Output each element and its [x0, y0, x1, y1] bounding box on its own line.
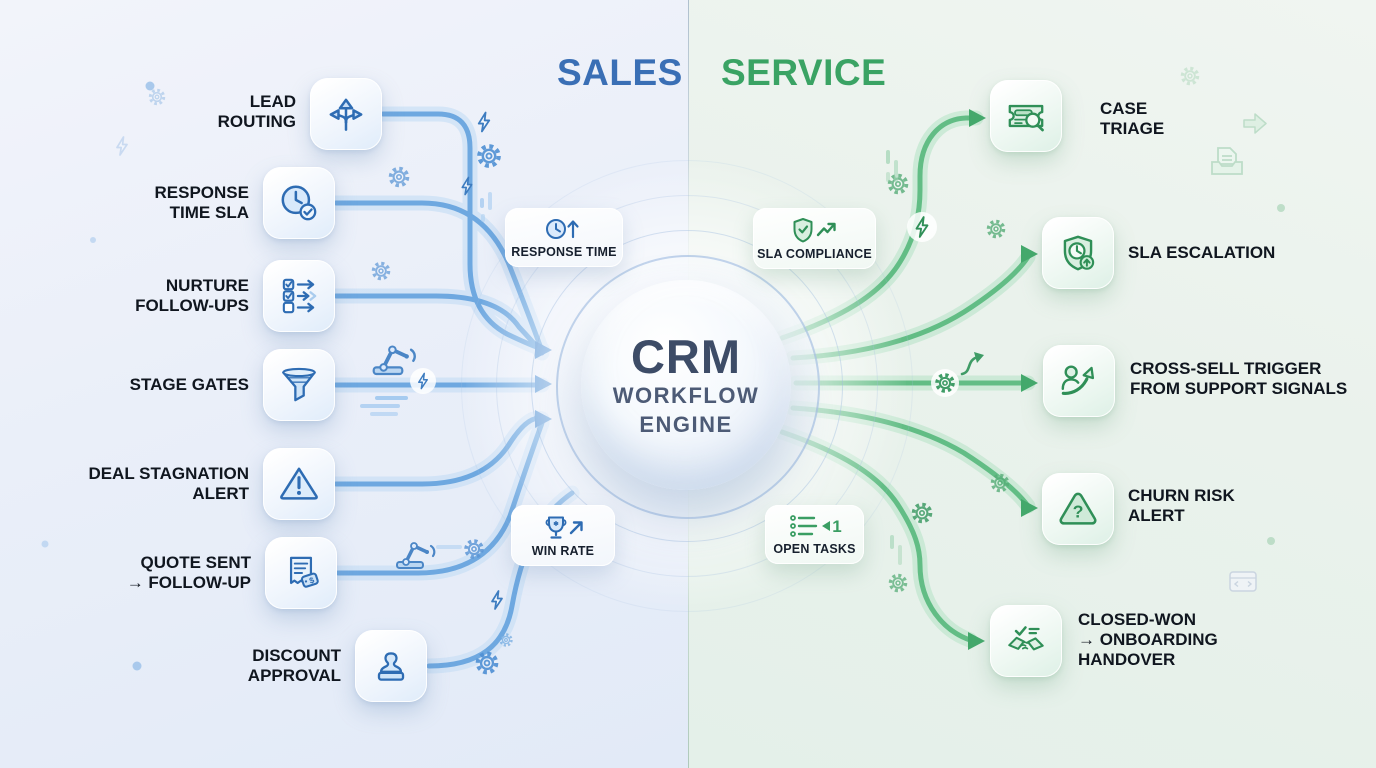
approval-stamp-icon [377, 652, 405, 681]
gear-icon [479, 146, 498, 165]
code-window-icon [1229, 571, 1257, 592]
response-sla-label: RESPONSE TIME SLA [154, 183, 249, 223]
discount-label: DISCOUNT APPROVAL [247, 646, 341, 686]
gear-icon [1180, 66, 1200, 86]
dash-trail [886, 150, 902, 565]
case-triage-label: CASE TRIAGE [1100, 99, 1165, 139]
gear-icon [388, 166, 410, 188]
engine-ring-mid [531, 230, 843, 542]
gear-icon [499, 633, 513, 647]
cross-sell-label: CROSS-SELL TRIGGER FROM SUPPORT SIGNALS [1130, 359, 1348, 399]
gear-icon [911, 502, 933, 524]
robot-arm-icon [396, 542, 436, 569]
stage-gates-label: STAGE GATES [129, 375, 249, 394]
stagnation-label: DEAL STAGNATION ALERT [88, 464, 249, 504]
lead-routing-node [310, 78, 382, 150]
dot [1267, 204, 1285, 545]
open-tasks-badge: 1 OPEN TASKS [765, 505, 864, 564]
left-arrow-icon [821, 521, 830, 531]
gear-icon [888, 573, 908, 593]
case-triage-node [990, 80, 1062, 152]
quote-followup-label: QUOTE SENT → FOLLOW-UP [126, 553, 251, 593]
lead-routing-label: LEAD ROUTING [217, 92, 296, 132]
open-tasks-count: 1 [832, 517, 841, 536]
person-growth-arrow-icon [1061, 365, 1095, 395]
gear-icon [986, 219, 1006, 239]
lightning-icon [491, 590, 503, 610]
closed-won-label: CLOSED-WON → ONBOARDING HANDOVER [1078, 610, 1218, 670]
lightning-icon [477, 111, 491, 133]
ticket-magnifier-icon [1008, 104, 1044, 132]
warning-triangle-icon [280, 467, 318, 500]
closed-won-node [990, 605, 1062, 677]
churn-risk-node: ? [1042, 473, 1114, 545]
dot [41, 81, 155, 671]
shield-clock-up-icon [1063, 235, 1095, 271]
nurture-label: NURTURE FOLLOW-UPS [135, 276, 249, 316]
curved-arrow-icon [960, 352, 984, 376]
nurture-node [263, 260, 335, 332]
sla-escalation-label: SLA ESCALATION [1128, 243, 1276, 262]
churn-risk-label: CHURN RISK ALERT [1128, 486, 1235, 526]
robot-arm-icon [372, 345, 416, 376]
open-tasks-badge-label: OPEN TASKS [773, 542, 856, 556]
checklist-arrows-icon [282, 278, 317, 314]
gear-icon [464, 539, 484, 559]
sla-escalation-node [1042, 217, 1114, 289]
handshake-check-icon [1008, 626, 1044, 651]
stage-gates-node [263, 349, 335, 421]
inbox-document-icon [1211, 147, 1243, 175]
engine-core: CRM WORKFLOW ENGINE [581, 280, 791, 490]
sla-compliance-badge-label: SLA COMPLIANCE [757, 247, 872, 261]
engine-subtitle-1: WORKFLOW [612, 383, 760, 409]
trophy-ne-arrow-icon [545, 516, 583, 539]
service-arrowheads [968, 109, 1038, 650]
gear-icon [148, 88, 166, 106]
engine-subtitle-2: ENGINE [639, 411, 733, 437]
engine-ring-outer2 [461, 160, 913, 612]
clock-up-arrow-icon [546, 219, 579, 239]
funnel-icon [282, 367, 316, 402]
task-list-left-arrow-icon: 1 [789, 515, 841, 537]
gear-icon [371, 261, 391, 281]
sales-header: SALES [557, 52, 683, 93]
cross-sell-node [1043, 345, 1115, 417]
gear-icon [990, 473, 1010, 493]
service-header: SERVICE [721, 52, 887, 93]
arrow-right-icon [1243, 113, 1267, 134]
clock-check-icon [281, 185, 317, 221]
svg-text:?: ? [1073, 501, 1084, 521]
discount-node [355, 630, 427, 702]
lightning-icon [116, 136, 128, 156]
shield-check-trend-icon [793, 218, 836, 243]
sla-compliance-badge: SLA COMPLIANCE [753, 208, 876, 269]
win-rate-badge-label: WIN RATE [531, 544, 595, 558]
svg-text:$: $ [308, 575, 316, 586]
question-triangle-icon: ? [1059, 492, 1097, 525]
dash-trail [360, 192, 492, 549]
quote-price-tag-icon: $ [289, 556, 319, 588]
engine-ring-outer1 [496, 195, 878, 577]
branch-arrows-icon [329, 98, 363, 131]
response-sla-node [263, 167, 335, 239]
gear-icon [478, 654, 496, 672]
engine-title: CRM [630, 330, 742, 384]
stagnation-node [263, 448, 335, 520]
response-time-badge: RESPONSE TIME [505, 208, 623, 267]
response-time-badge-label: RESPONSE TIME [511, 245, 617, 259]
quote-followup-node: $ [265, 537, 337, 609]
gear-icon [935, 373, 955, 393]
win-rate-badge: WIN RATE [511, 505, 615, 566]
